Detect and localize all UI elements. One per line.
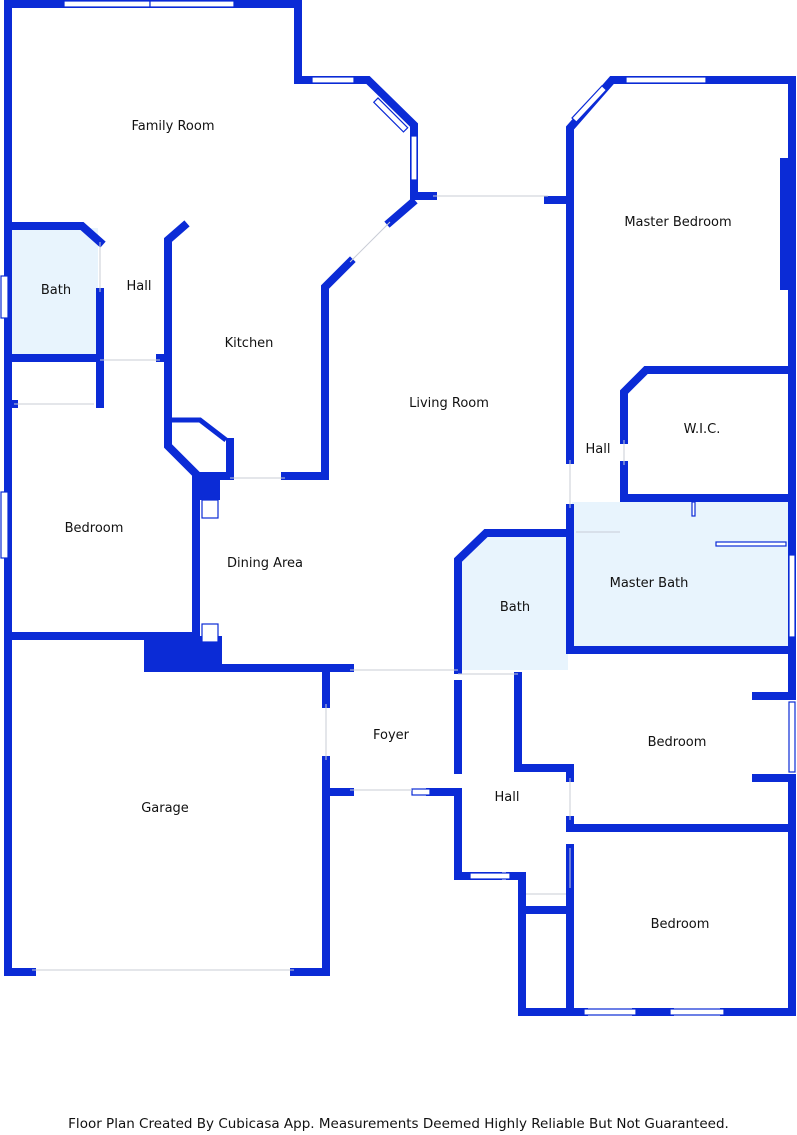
window-bedroom-lower-1 (583, 1008, 637, 1016)
window-master-bath (788, 554, 796, 638)
dining-pillar-top (196, 476, 220, 500)
wall-master-bath-left (566, 504, 796, 654)
wall-hall-lower-closet (518, 884, 574, 914)
master-bath-tub-line (715, 541, 787, 547)
window-master-top (625, 76, 707, 84)
wet-area-fills (8, 228, 790, 670)
dining-post-bottom (201, 623, 219, 643)
dining-post-top (201, 499, 219, 519)
master-bath-fill (572, 502, 790, 646)
window-family-top-1 (63, 0, 151, 8)
label-bedroom-left: Bedroom (65, 521, 124, 536)
master-bath-mark (691, 501, 696, 517)
label-hall-left: Hall (127, 279, 152, 294)
window-bath-left (0, 275, 9, 319)
window-family-right (311, 76, 355, 84)
opening-kitchen-angle (349, 221, 391, 263)
wall-hall-lower (506, 872, 588, 1016)
wall-bedroom-divider (566, 816, 796, 832)
bath-center-fill (458, 533, 568, 670)
wall-foyer-right (426, 788, 502, 880)
room-labels: Family Room Bath Hall Kitchen Living Roo… (41, 119, 732, 932)
wall-bedroom-left-right (4, 472, 200, 640)
wall-bedroom-left-top (4, 356, 18, 408)
label-kitchen: Kitchen (225, 336, 274, 351)
wall-bedroom-right-upper-closet2 (752, 774, 796, 830)
window-hall-lower (469, 872, 511, 880)
label-master-bedroom: Master Bedroom (624, 215, 731, 230)
windows (0, 0, 796, 1016)
label-bath-left: Bath (41, 283, 71, 298)
wall-master-bedroom-outer (566, 76, 796, 654)
label-hall-lower: Hall (495, 790, 520, 805)
wall-bedroom-right-lower-outer (720, 824, 796, 1016)
wall-wic-bottom (620, 461, 796, 502)
label-garage: Garage (141, 801, 189, 816)
openings (14, 195, 625, 971)
wall-bedroom-right-upper-right (752, 646, 796, 700)
wall-bath-left (4, 222, 106, 248)
label-bedroom-right-upper: Bedroom (648, 735, 707, 750)
label-foyer: Foyer (373, 728, 410, 743)
label-living-room: Living Room (409, 396, 489, 411)
window-bedroom-left (0, 491, 9, 559)
window-family-side (410, 135, 418, 181)
label-bath-center: Bath (500, 600, 530, 615)
wall-wic (620, 366, 796, 444)
wall-garage (4, 636, 36, 976)
bath-left-fill (8, 228, 98, 356)
wall-kitchen-living (384, 197, 418, 228)
window-family-angle (372, 97, 409, 133)
window-foyer (411, 788, 431, 796)
wall-bath-center (454, 529, 574, 674)
footer-disclaimer: Floor Plan Created By Cubicasa App. Meas… (68, 1116, 729, 1132)
window-bedroom-lower-2 (669, 1008, 725, 1016)
label-bedroom-right-lower: Bedroom (651, 917, 710, 932)
label-family-room: Family Room (132, 119, 215, 134)
label-dining-area: Dining Area (227, 556, 303, 571)
label-wic: W.I.C. (684, 422, 721, 437)
wall-kitchen-left (164, 220, 234, 480)
window-family-top-2 (149, 0, 235, 8)
label-hall-master: Hall (586, 442, 611, 457)
window-master-angle (571, 84, 608, 123)
wall-kitchen-counter (170, 417, 228, 442)
label-master-bath: Master Bath (610, 576, 689, 591)
wall-garage-right (290, 756, 330, 976)
master-bedroom-niche (780, 158, 790, 290)
wall-bedroom-right-upper (514, 672, 574, 782)
window-bedroom-right-upper (788, 701, 796, 773)
wall-living-angle (281, 256, 356, 480)
